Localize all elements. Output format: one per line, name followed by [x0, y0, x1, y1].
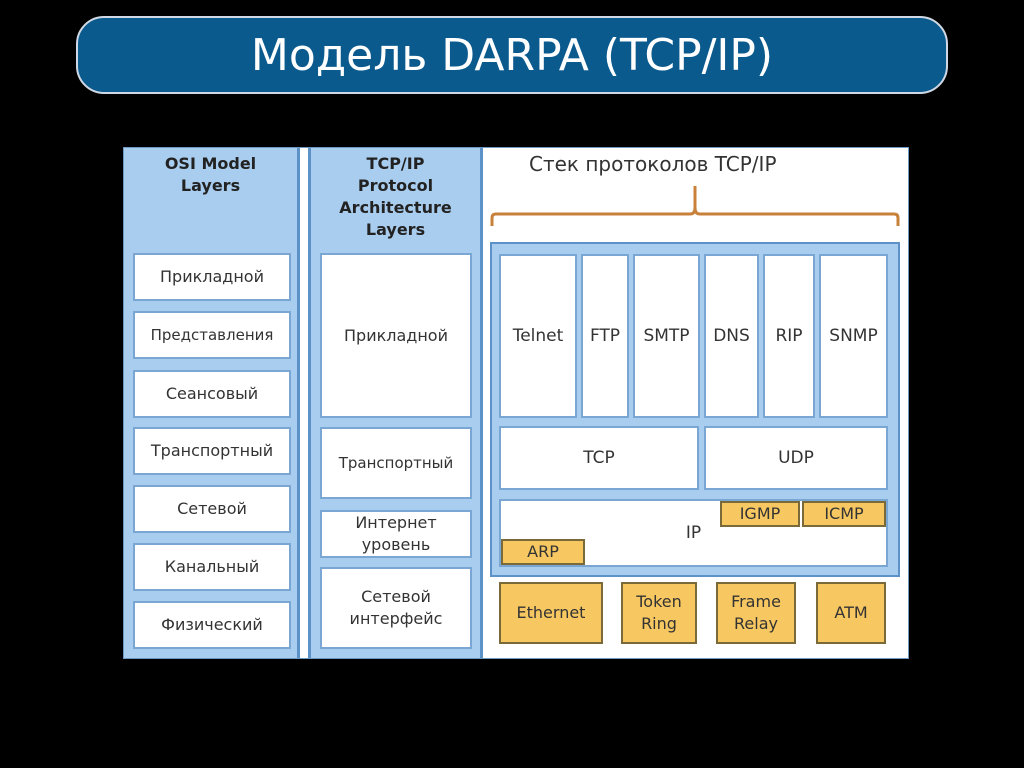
layer-label: Транспортный — [338, 454, 454, 472]
tcpip-arch-layer-internet: Интернет уровень — [320, 510, 472, 558]
osi-header-line: OSI Model — [164, 154, 257, 173]
protocol-udp: UDP — [704, 426, 888, 490]
protocol-telnet: Telnet — [499, 254, 577, 418]
slide-title-bar: Модель DARPA (TCP/IP) — [76, 16, 948, 94]
curly-brace-icon — [490, 186, 900, 226]
link-ethernet: Ethernet — [499, 582, 603, 644]
tcpip-arch-header-line: TCP/IP — [366, 154, 425, 173]
osi-column-header: OSI Model Layers — [124, 153, 297, 197]
protocol-ip: IP — [685, 523, 702, 543]
osi-layer-session: Сеансовый — [133, 370, 291, 418]
tcpip-diagram: OSI Model Layers Прикладной Представлени… — [123, 147, 909, 659]
link-label: Frame — [731, 592, 781, 611]
link-label: Token — [636, 592, 682, 611]
tcpip-arch-column: TCP/IP Protocol Architecture Layers Прик… — [308, 148, 483, 658]
stack-title: Стек протоколов TCP/IP — [529, 152, 777, 176]
tcpip-arch-layer-application: Прикладной — [320, 253, 472, 418]
protocol-smtp: SMTP — [633, 254, 700, 418]
protocol-icmp: ICMP — [802, 501, 886, 527]
osi-layer-physical: Физический — [133, 601, 291, 649]
tcpip-arch-header-line: Protocol — [357, 176, 434, 195]
protocol-snmp: SNMP — [819, 254, 888, 418]
link-atm: ATM — [816, 582, 886, 644]
link-label: ATM — [834, 603, 868, 622]
protocol-rip: RIP — [763, 254, 815, 418]
protocol-ftp: FTP — [581, 254, 629, 418]
osi-layer-datalink: Канальный — [133, 543, 291, 591]
protocol-frame: Telnet FTP SMTP DNS RIP SNMP TCP UDP IP … — [490, 242, 900, 577]
protocol-dns: DNS — [704, 254, 759, 418]
tcpip-arch-layer-transport: Транспортный — [320, 427, 472, 499]
link-token-ring: Token Ring — [621, 582, 697, 644]
link-label: Ethernet — [516, 603, 586, 622]
tcpip-arch-header-line: Architecture — [339, 198, 452, 217]
osi-header-line: Layers — [180, 176, 241, 195]
slide-title: Модель DARPA (TCP/IP) — [250, 29, 774, 81]
link-label: Ring — [641, 614, 677, 633]
layer-label: интерфейс — [349, 609, 443, 628]
tcpip-arch-layer-network-interface: Сетевой интерфейс — [320, 567, 472, 649]
protocol-igmp: IGMP — [720, 501, 800, 527]
protocol-tcp: TCP — [499, 426, 699, 490]
tcpip-arch-header: TCP/IP Protocol Architecture Layers — [311, 153, 480, 241]
layer-label: Интернет — [355, 513, 437, 532]
layer-label: Сетевой — [361, 587, 431, 606]
osi-layer-application: Прикладной — [133, 253, 291, 301]
osi-layer-presentation: Представления — [133, 311, 291, 359]
protocol-arp: ARP — [501, 539, 585, 565]
link-label: Relay — [734, 614, 778, 633]
osi-column: OSI Model Layers Прикладной Представлени… — [124, 148, 300, 658]
osi-layer-transport: Транспортный — [133, 427, 291, 475]
link-frame-relay: Frame Relay — [716, 582, 796, 644]
tcpip-arch-header-line: Layers — [365, 220, 426, 239]
osi-layer-network: Сетевой — [133, 485, 291, 533]
layer-label: уровень — [361, 535, 431, 554]
layer-label: Прикладной — [344, 325, 448, 345]
